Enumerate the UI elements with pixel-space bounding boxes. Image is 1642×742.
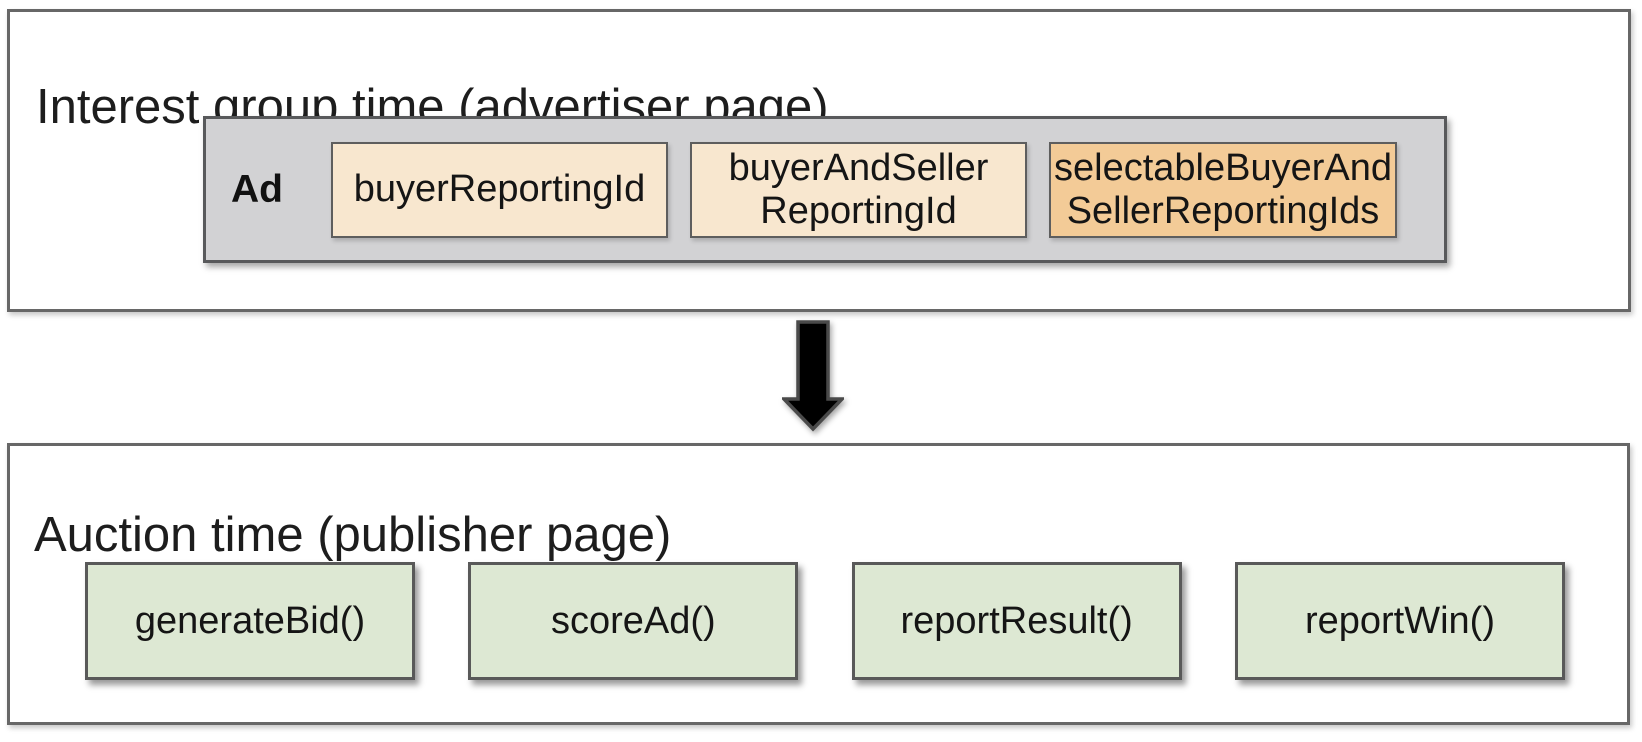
report-result-label: reportResult() (900, 599, 1133, 642)
ad-container: Ad buyerReportingId buyerAndSeller Repor… (203, 116, 1447, 263)
selectable-buyer-and-seller-reporting-ids-label: selectableBuyerAnd SellerReportingIds (1054, 146, 1392, 232)
generate-bid-box: generateBid() (85, 562, 415, 680)
report-result-box: reportResult() (851, 562, 1182, 680)
buyer-reporting-id-box: buyerReportingId (331, 141, 668, 238)
auction-title: Auction time (publisher page) (34, 507, 672, 562)
interest-group-panel: Interest group time (advertiser page) Ad… (7, 9, 1631, 312)
selectable-buyer-and-seller-reporting-ids-box: selectableBuyerAnd SellerReportingIds (1049, 141, 1397, 238)
auction-function-row: generateBid() scoreAd() reportResult() r… (85, 562, 1565, 680)
report-win-label: reportWin() (1304, 599, 1495, 642)
down-arrow-icon (779, 320, 847, 432)
down-arrow-glyph (779, 320, 847, 432)
buyer-and-seller-reporting-id-label: buyerAndSeller ReportingId (728, 146, 989, 232)
auction-panel: Auction time (publisher page) generateBi… (7, 443, 1630, 725)
score-ad-box: scoreAd() (468, 562, 799, 680)
ad-label: Ad (231, 167, 283, 211)
buyer-reporting-id-label: buyerReportingId (353, 168, 646, 211)
generate-bid-label: generateBid() (134, 599, 366, 642)
score-ad-label: scoreAd() (550, 599, 716, 642)
report-win-box: reportWin() (1234, 562, 1565, 680)
buyer-and-seller-reporting-id-box: buyerAndSeller ReportingId (690, 141, 1027, 238)
